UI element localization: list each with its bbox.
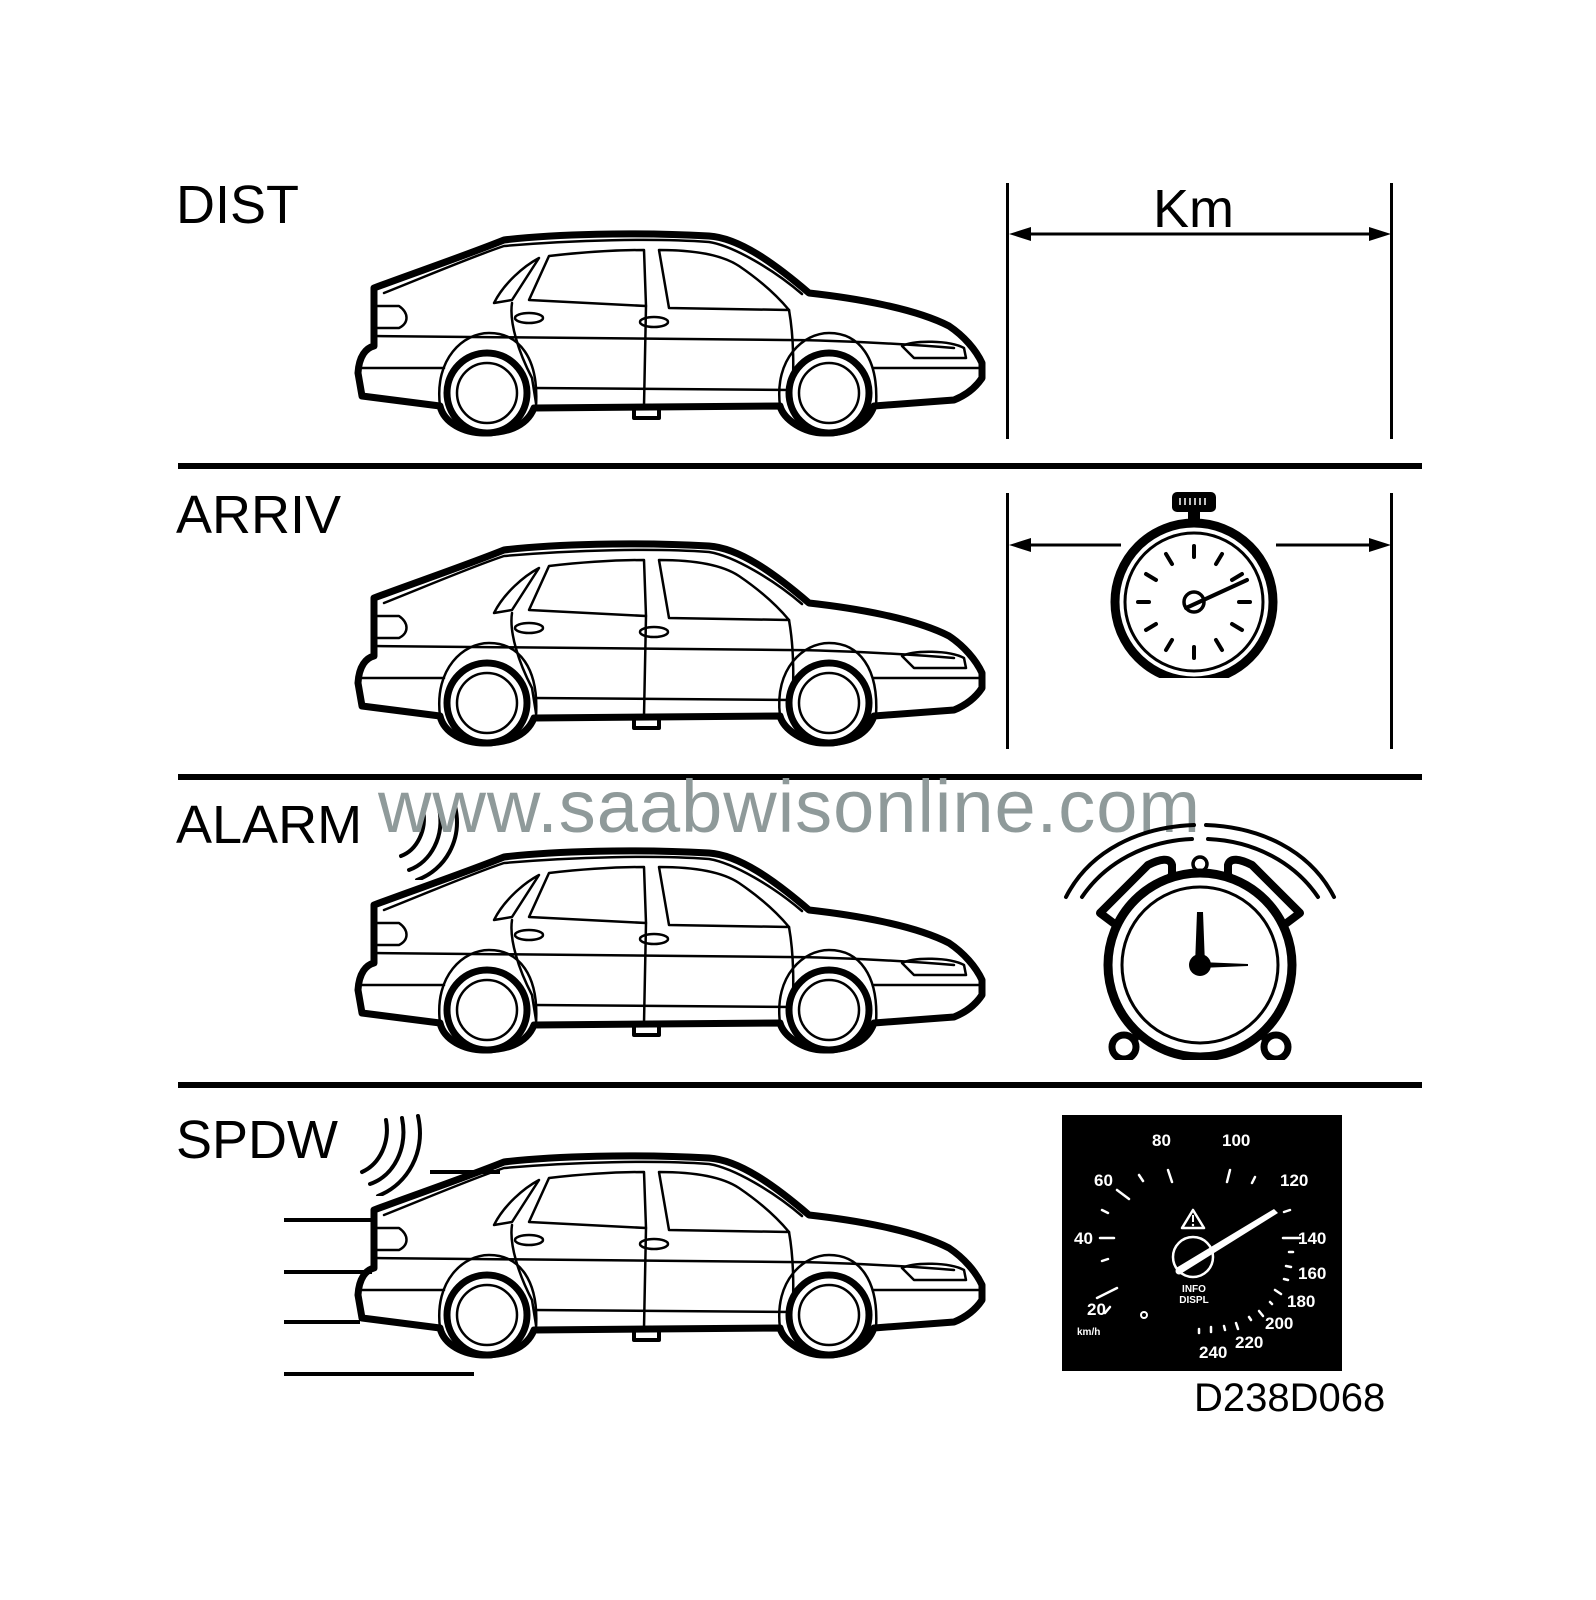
watermark: www.saabwisonline.com (378, 765, 1202, 848)
speed-tick-220: 220 (1235, 1333, 1264, 1352)
speed-tick-80: 80 (1152, 1131, 1171, 1150)
distance-end-line (1390, 183, 1393, 439)
figure-id: D238D068 (1194, 1376, 1386, 1420)
speedometer-dial (1095, 1168, 1302, 1335)
info-label-line2: DISPL (1179, 1294, 1209, 1306)
speed-line (430, 1170, 500, 1174)
section-label-dist: DIST (176, 175, 300, 235)
stopwatch-icon (1110, 492, 1278, 678)
info-display-label: INFO DISPL (1174, 1284, 1214, 1306)
warning-triangle-icon (1180, 1208, 1206, 1230)
section-label-arriv: ARRIV (176, 485, 342, 545)
speed-tick-180: 180 (1287, 1292, 1316, 1311)
arrival-arrow-left-icon (1009, 538, 1121, 552)
sound-waves-icon (399, 804, 459, 880)
arrival-arrow-right-icon (1276, 538, 1391, 552)
section-label-spdw: SPDW (176, 1110, 338, 1170)
speed-tick-160: 160 (1298, 1264, 1327, 1283)
sound-waves-icon (360, 1114, 422, 1196)
speed-tick-40: 40 (1074, 1229, 1093, 1248)
speed-tick-240: 240 (1199, 1343, 1228, 1362)
speed-tick-100: 100 (1222, 1131, 1251, 1150)
speed-unit-label: km/h (1077, 1327, 1101, 1338)
section-label-alarm: ALARM (176, 795, 363, 855)
speed-tick-20: 20 (1087, 1300, 1106, 1319)
arrival-start-line (1006, 493, 1009, 749)
info-label-line1: INFO (1182, 1284, 1206, 1295)
section-divider (178, 463, 1422, 469)
speed-tick-120: 120 (1280, 1171, 1309, 1190)
car-side-icon (354, 538, 994, 748)
car-side-icon (354, 1150, 994, 1360)
section-divider (178, 1082, 1422, 1088)
distance-start-line (1006, 183, 1009, 439)
alarm-clock-icon (1064, 823, 1336, 1060)
speed-line (284, 1218, 372, 1222)
speed-tick-200: 200 (1265, 1314, 1294, 1333)
distance-unit-label: Km (1153, 179, 1234, 239)
section-divider (178, 774, 1422, 780)
speedometer-gauge: 20 40 60 80 100 120 140 160 180 200 220 … (1062, 1115, 1342, 1371)
distance-arrow-icon (1009, 227, 1391, 241)
speed-line (284, 1320, 360, 1324)
speed-line (284, 1270, 372, 1274)
speed-line (284, 1372, 474, 1376)
car-side-icon (354, 228, 994, 438)
speed-tick-60: 60 (1094, 1171, 1113, 1190)
arrival-end-line (1390, 493, 1393, 749)
speed-tick-140: 140 (1298, 1229, 1327, 1248)
